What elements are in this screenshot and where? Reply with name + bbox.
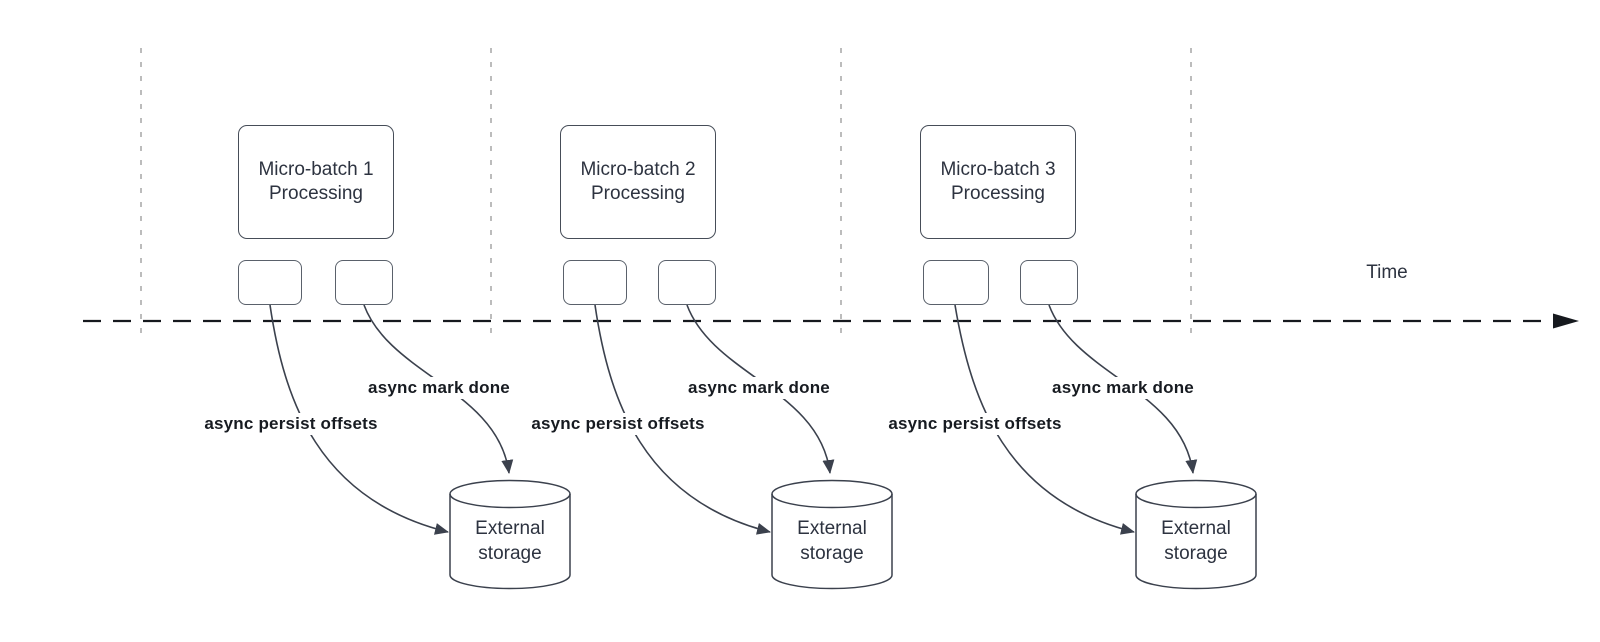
persist-task-box: [238, 260, 302, 305]
external-storage-label: External storage: [797, 518, 867, 564]
micro-batch-3-process-box: Micro-batch 3 Processing: [920, 125, 1076, 239]
micro-batch-title: Micro-batch 3: [940, 159, 1056, 180]
persist-task-box: [923, 260, 989, 305]
mark-done-label: async mark done: [365, 377, 513, 399]
persist-offsets-label: async persist offsets: [201, 413, 381, 435]
done-task-box: [335, 260, 393, 305]
time-axis-label: Time: [1366, 262, 1408, 283]
micro-batch-subtitle: Processing: [591, 183, 685, 204]
mark-done-label: async mark done: [1049, 377, 1197, 399]
external-storage-label: External storage: [1161, 518, 1231, 564]
micro-batch-title: Micro-batch 1: [258, 159, 374, 180]
external-storage-label: External storage: [475, 518, 545, 564]
micro-batch-subtitle: Processing: [269, 183, 363, 204]
persist-offsets-label: async persist offsets: [885, 413, 1065, 435]
done-task-box: [658, 260, 716, 305]
time-axis-arrowhead: [1553, 313, 1579, 329]
external-storage-cylinder: [771, 479, 893, 590]
persist-offsets-arrow: [269, 304, 449, 535]
external-storage-cylinder: [449, 479, 571, 590]
micro-batch-1-process-box: Micro-batch 1 Processing: [238, 125, 394, 239]
persist-offsets-arrow: [594, 304, 771, 535]
persist-offsets-arrow: [954, 304, 1135, 535]
micro-batch-subtitle: Processing: [951, 183, 1045, 204]
done-task-box: [1020, 260, 1078, 305]
persist-task-box: [563, 260, 627, 305]
persist-offsets-label: async persist offsets: [528, 413, 708, 435]
mark-done-label: async mark done: [685, 377, 833, 399]
micro-batch-2-process-box: Micro-batch 2 Processing: [560, 125, 716, 239]
external-storage-cylinder: [1135, 479, 1257, 590]
micro-batch-title: Micro-batch 2: [580, 159, 696, 180]
